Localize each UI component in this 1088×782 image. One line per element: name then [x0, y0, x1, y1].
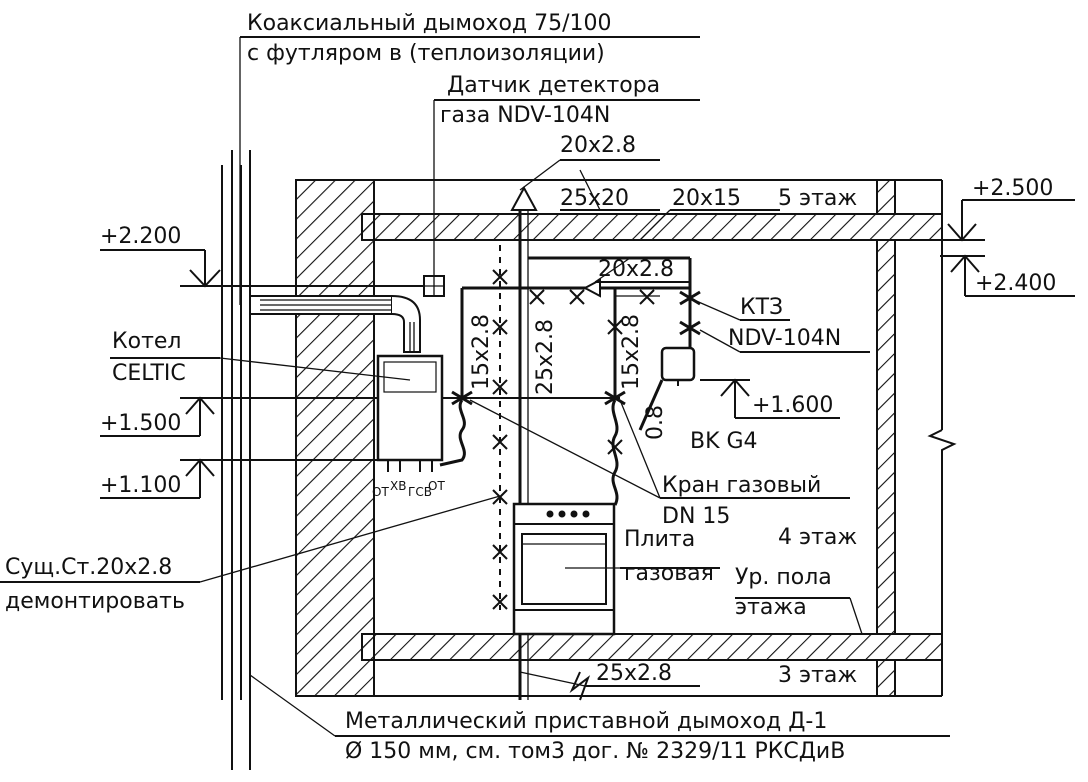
pipe-label-15x28-left: 15x2.8	[469, 314, 494, 390]
stove-label-line1: Плита	[624, 527, 695, 552]
boiler-label-line2: CELTIC	[112, 361, 186, 386]
text-labels: Коаксиальный дымоход 75/100 с футляром в…	[5, 11, 1056, 764]
gas-stove	[512, 502, 720, 636]
meter-label: BK G4	[690, 429, 758, 454]
pipe-label-20x15: 20x15	[672, 186, 741, 211]
elevation-marks	[100, 199, 1075, 499]
existing-pipe-label-line2: демонтировать	[5, 589, 185, 614]
pipe-label-15x28-right: 15x2.8	[619, 314, 644, 390]
ndv-label: NDV-104N	[728, 326, 841, 351]
floor3-label: 3 этаж	[778, 663, 857, 688]
building-structure	[295, 179, 957, 697]
chimney-label-line2: Ø 150 мм, см. том3 дог. № 2329/11 РКСДиВ	[345, 739, 845, 764]
boiler-conn-ot1: ОТ	[372, 485, 389, 499]
mark-2500: +2.500	[972, 176, 1053, 201]
mark-2200: +2.200	[100, 224, 181, 249]
mark-1100: +1.100	[100, 473, 181, 498]
pipe-label-25x28-bottom: 25x2.8	[596, 661, 672, 686]
mark-2400: +2.400	[975, 271, 1056, 296]
sensor-label-line1: Датчик детектора	[447, 73, 660, 98]
stove-label-line2: газовая	[624, 561, 714, 586]
floor-level-label-line1: Ур. пола	[735, 565, 832, 590]
boiler-conn-hv: ХВ	[390, 479, 406, 493]
flue-label-line1: Коаксиальный дымоход 75/100	[247, 11, 612, 36]
pipe-label-25x28-vert: 25x2.8	[533, 319, 558, 395]
pipe-label-20x28-mid: 20x2.8	[598, 257, 674, 282]
gas-sensor	[423, 99, 700, 297]
coaxial-flue	[239, 36, 700, 353]
gas-meter	[638, 299, 870, 431]
floor-level-label-line2: этажа	[735, 595, 807, 620]
mark-1600: +1.600	[752, 393, 833, 418]
kt3-label: КТЗ	[740, 295, 783, 320]
pipe-label-20x28-top: 20x2.8	[560, 133, 636, 158]
boiler-label-line1: Котел	[112, 329, 182, 354]
existing-pipe-label-line1: Сущ.Ст.20x2.8	[5, 555, 172, 580]
chimney-label-line1: Металлический приставной дымоход Д-1	[345, 709, 827, 734]
boiler-conn-ot2: ОТ	[428, 479, 445, 493]
leaders	[0, 159, 863, 701]
demolish-marks	[492, 269, 655, 610]
boiler	[110, 354, 444, 472]
sensor-label-line2: газа NDV-104N	[440, 103, 610, 128]
valve-label-line2: DN 15	[662, 504, 730, 529]
valve-label-line1: Кран газовый	[662, 473, 821, 498]
pipe-label-08: 0.8	[643, 405, 668, 440]
pipe-label-25x20: 25x20	[560, 186, 629, 211]
boiler-conn-gsv: ГСВ	[408, 485, 432, 499]
floor5-label: 5 этаж	[778, 186, 857, 211]
flue-label-line2: с футляром в (теплоизоляции)	[247, 41, 605, 66]
floor4-label: 4 этаж	[778, 525, 857, 550]
mark-1500: +1.500	[100, 411, 181, 436]
